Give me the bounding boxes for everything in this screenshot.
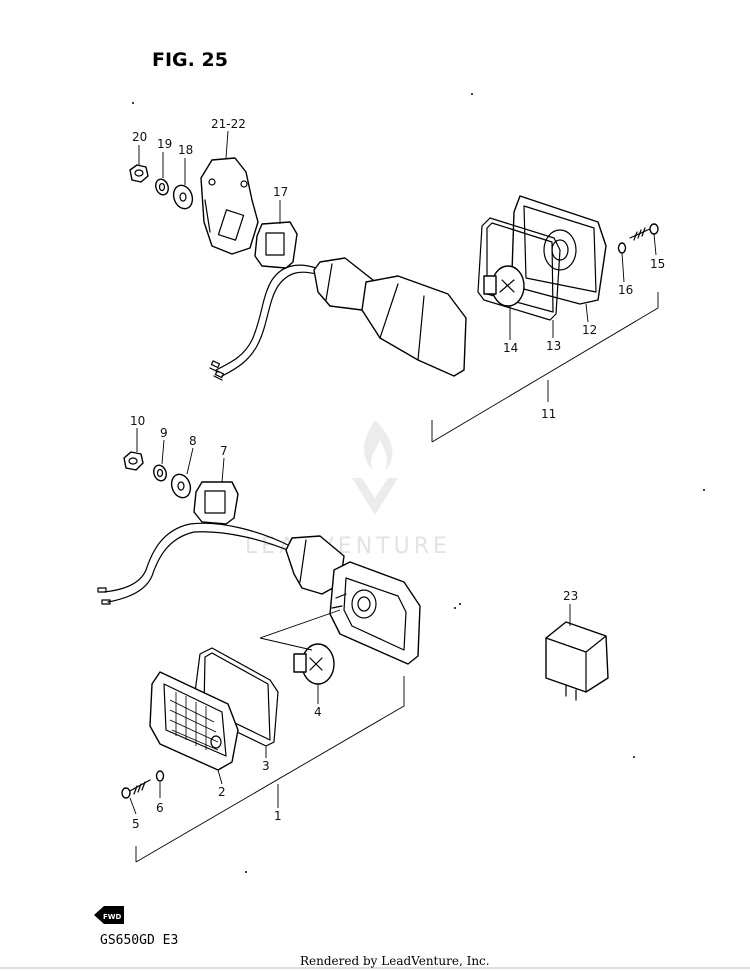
label-5: 5 [132, 817, 140, 831]
part-15-screw [629, 223, 659, 241]
part-labels: 20 19 18 21-22 17 15 16 12 13 14 11 10 9… [130, 117, 665, 831]
fwd-arrow-icon: FWD [94, 906, 124, 924]
label-19: 19 [157, 137, 172, 151]
part-5-screw [121, 779, 151, 799]
scan-specks [132, 93, 705, 873]
label-4: 4 [314, 705, 322, 719]
label-11: 11 [541, 407, 556, 421]
label-13: 13 [546, 339, 561, 353]
bulb-insertion-lines [259, 609, 341, 651]
label-21-22: 21-22 [211, 117, 246, 131]
label-8: 8 [189, 434, 197, 448]
label-1: 1 [274, 809, 282, 823]
label-20: 20 [132, 130, 147, 144]
assembly-1-bracket-line [135, 676, 405, 863]
watermark: LEADVENTURE [245, 420, 451, 559]
part-9-lock-washer [153, 464, 167, 482]
lens-grid-texture [169, 692, 219, 751]
upper-wire-harness [209, 264, 317, 381]
label-12: 12 [582, 323, 597, 337]
watermark-text: LEADVENTURE [245, 534, 451, 559]
part-6-washer [155, 770, 165, 782]
footer-credit: Rendered by LeadVenture, Inc. [300, 954, 490, 968]
part-7-grommet [193, 481, 239, 525]
part-12-lens [511, 195, 607, 305]
label-23: 23 [563, 589, 578, 603]
part-21-22-bracket [200, 157, 259, 255]
part-14-bulb [483, 265, 525, 307]
part-17-grommet [254, 221, 298, 269]
upper-lamp-housing [313, 257, 467, 377]
fwd-label: FWD [103, 913, 122, 921]
lower-wire-harness [97, 522, 293, 605]
upper-assembly [129, 157, 659, 443]
label-14: 14 [503, 341, 518, 355]
part-16-washer [617, 242, 627, 254]
label-10: 10 [130, 414, 145, 428]
label-16: 16 [618, 283, 633, 297]
label-9: 9 [160, 426, 168, 440]
assembly-11-bracket-line [431, 292, 659, 443]
label-18: 18 [178, 143, 193, 157]
part-10-nut [123, 451, 144, 471]
figure-title: FIG. 25 [152, 49, 228, 71]
part-19-lock-washer [155, 178, 169, 196]
part-18-washer [172, 184, 194, 210]
part-23-relay [545, 621, 609, 701]
label-17: 17 [273, 185, 288, 199]
part-20-nut [129, 164, 149, 183]
leader-lines [129, 130, 657, 815]
label-3: 3 [262, 759, 270, 773]
part-8-washer [170, 473, 192, 499]
lower-lamp-housing [329, 561, 421, 665]
model-code: GS650GD E3 [100, 933, 178, 948]
lower-assembly [97, 451, 421, 863]
label-6: 6 [156, 801, 164, 815]
label-2: 2 [218, 785, 226, 799]
label-15: 15 [650, 257, 665, 271]
part-4-bulb [293, 643, 335, 685]
part-2-lens [149, 671, 239, 771]
label-7: 7 [220, 444, 228, 458]
